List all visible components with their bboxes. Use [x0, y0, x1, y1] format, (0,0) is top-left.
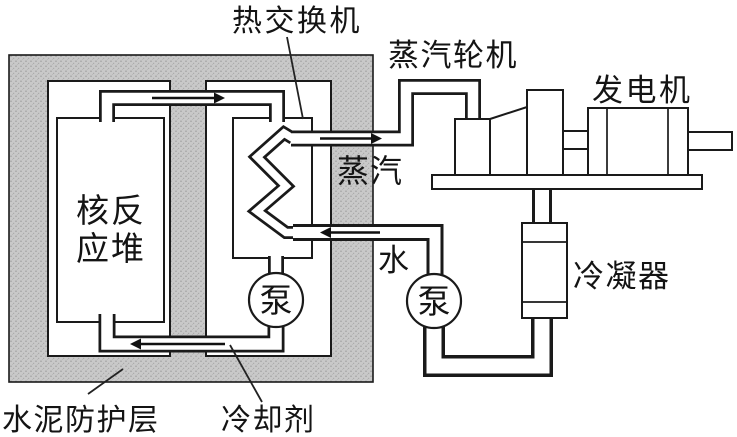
condenser-unit: [521, 222, 568, 319]
containment-label: 水泥防护层: [2, 404, 160, 437]
secondary-pump: 泵: [405, 272, 463, 330]
steam-label: 蒸汽: [337, 153, 403, 189]
primary-pump: 泵: [247, 271, 305, 329]
reactor-label-line2: 应堆: [76, 231, 146, 268]
condenser-body: [521, 222, 568, 319]
turbine-casing: [489, 105, 528, 176]
turbine-generator-assembly: [431, 89, 733, 190]
containment-leader-line: [87, 368, 124, 395]
generator-output-shaft: [687, 131, 733, 151]
coolant-leader-line: [229, 344, 263, 403]
machine-platform: [431, 174, 703, 190]
water-label: 水: [378, 243, 411, 278]
coolant-label: 冷却剂: [221, 404, 316, 437]
secondary-pump-circle: [405, 272, 463, 330]
secondary-pump-label: 泵: [418, 285, 451, 321]
generator-body: [587, 107, 689, 176]
arrow-steam-right: [320, 133, 382, 144]
condenser-label: 冷凝器: [573, 259, 671, 294]
heat-exchanger-leader-line: [286, 36, 304, 120]
arrow-cold-leg-left: [130, 338, 225, 350]
primary-pump-circle: [247, 271, 305, 329]
heat-exchanger-label: 热交换机: [232, 5, 362, 38]
arrow-water-left: [320, 227, 380, 238]
flow-arrows: [130, 92, 382, 350]
arrow-hot-leg-right: [152, 92, 225, 104]
primary-pump-label: 泵: [260, 284, 293, 320]
reactor-label-line1: 核反: [76, 193, 146, 230]
heat-exchanger-coil: [246, 124, 297, 239]
turbine-lp-block: [526, 89, 564, 176]
steam-turbine-label: 蒸汽轮机: [388, 38, 518, 73]
turbine-hp-block: [454, 118, 491, 176]
turbine-shaft: [562, 130, 589, 150]
generator-label: 发电机: [592, 73, 693, 108]
pipe-condensate-return: [423, 312, 553, 377]
